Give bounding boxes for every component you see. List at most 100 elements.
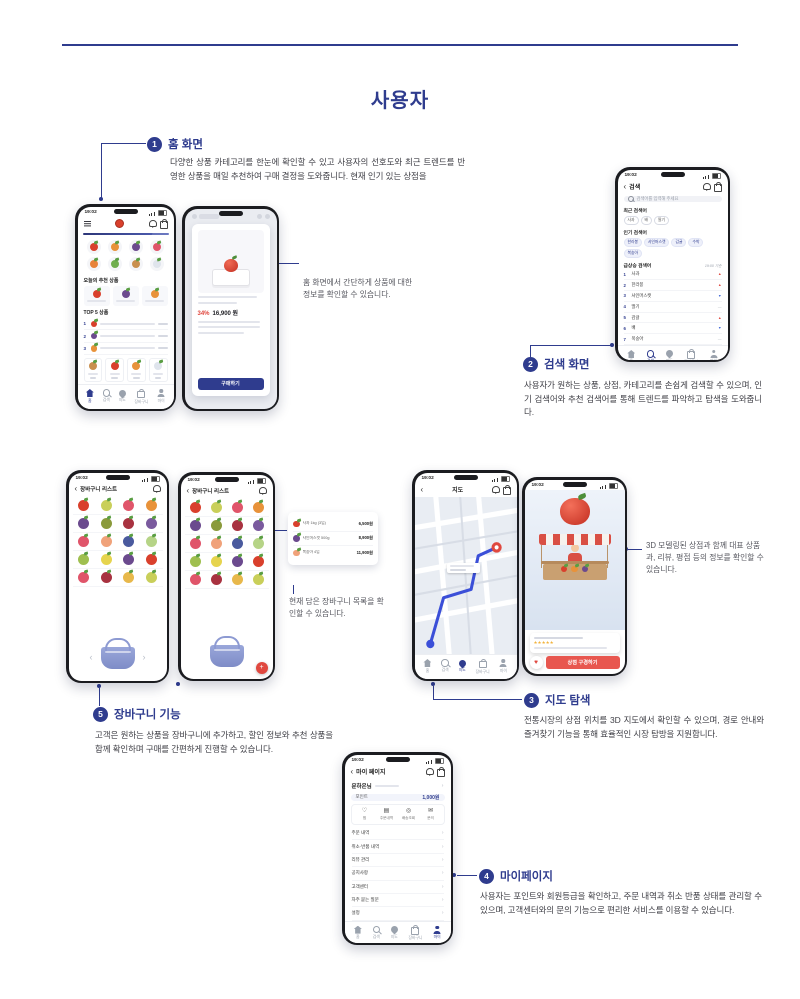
nav-item[interactable]: 지도 — [457, 658, 468, 674]
buy-button[interactable]: 구매하기 — [197, 377, 264, 390]
arrow-right-icon[interactable]: › — [142, 652, 146, 662]
cart-product[interactable] — [226, 571, 248, 589]
points-box[interactable]: 포인트 1,000원 — [350, 793, 445, 801]
keyword-chip[interactable]: 샤인머스캣 — [643, 237, 670, 247]
cart-product[interactable] — [140, 497, 163, 515]
category-item[interactable] — [87, 240, 101, 255]
product-card[interactable] — [112, 286, 139, 307]
cart-icon[interactable] — [159, 219, 168, 229]
cart-product[interactable] — [247, 535, 269, 553]
nav-item[interactable]: 지도 — [664, 349, 675, 360]
keyword-chip[interactable]: 사과 — [623, 215, 639, 225]
cart-icon[interactable] — [502, 485, 511, 495]
cart-product[interactable] — [95, 497, 118, 515]
add-to-cart-fab[interactable]: + — [255, 661, 268, 674]
nav-item[interactable]: 지도 — [117, 388, 128, 404]
product-card[interactable] — [141, 286, 168, 307]
search-input[interactable]: 검색어를 입력해 주세요 — [623, 195, 722, 202]
nav-item[interactable]: 검색 — [646, 350, 655, 360]
keyword-chip[interactable]: 복숭아 — [623, 248, 642, 258]
cart-product[interactable] — [72, 551, 95, 569]
keyword-chip[interactable]: 딸기 — [654, 215, 669, 225]
cart-product[interactable] — [205, 499, 227, 517]
minicart-item[interactable]: 샤인머스캣 500g 8,900원 — [293, 532, 373, 546]
rank-row[interactable]: 3 샤인머스캣 ▼ — [623, 291, 722, 302]
minicart-item[interactable]: 사과 1kg (3입) 6,500원 — [293, 517, 373, 532]
cart-product[interactable] — [247, 553, 269, 571]
cart-icon[interactable] — [713, 182, 722, 192]
nav-item[interactable]: 장바구니 — [408, 925, 422, 942]
cart-product[interactable] — [205, 553, 227, 571]
back-icon[interactable]: ‹ — [186, 485, 190, 495]
cart-product[interactable] — [140, 533, 163, 551]
quick-menu-item[interactable]: ▤ 주문내역 — [379, 808, 394, 820]
map-store-label[interactable] — [446, 562, 480, 573]
rank-row[interactable]: 1 사과 ▲ — [623, 270, 722, 281]
store-tile[interactable] — [148, 358, 168, 382]
cart-product[interactable] — [184, 517, 206, 535]
cart-product[interactable] — [226, 535, 248, 553]
top5-row[interactable]: 1 — [83, 318, 168, 331]
rank-row[interactable]: 4 딸기 — — [623, 302, 722, 313]
cart-product[interactable] — [95, 515, 118, 533]
nav-item[interactable]: 검색 — [372, 925, 381, 940]
cart-product[interactable] — [247, 571, 269, 589]
nav-item[interactable]: 홈 — [85, 389, 94, 404]
cart-product[interactable] — [184, 499, 206, 517]
category-item[interactable] — [129, 240, 143, 255]
cart-product[interactable] — [117, 551, 140, 569]
rank-row[interactable]: 5 감귤 ▲ — [623, 313, 722, 324]
keyword-chip[interactable]: 수박 — [688, 237, 704, 247]
minicart-item[interactable]: 복숭아 4입 11,900원 — [293, 546, 373, 560]
map-canvas[interactable] — [414, 496, 517, 654]
nav-item[interactable]: 검색 — [102, 389, 111, 403]
cart-product[interactable] — [184, 553, 206, 571]
menu-row[interactable]: 고객센터 › — [351, 881, 444, 894]
bell-icon[interactable] — [149, 219, 157, 228]
cart-product[interactable] — [117, 515, 140, 533]
cart-product[interactable] — [226, 517, 248, 535]
nav-item[interactable]: 마이 — [157, 389, 165, 404]
keyword-chip[interactable]: 한라봉 — [623, 237, 642, 247]
cart-product[interactable] — [117, 569, 140, 587]
favorite-heart-button[interactable]: ♥ — [529, 655, 543, 669]
arrow-left-icon[interactable]: ‹ — [89, 652, 93, 662]
top5-row[interactable]: 2 — [83, 330, 168, 343]
cart-product[interactable] — [184, 571, 206, 589]
quick-menu-item[interactable]: ◎ 배송조회 — [401, 808, 416, 820]
store-tile[interactable] — [127, 358, 146, 382]
nav-item[interactable]: 마이 — [710, 350, 718, 360]
store-tile[interactable] — [83, 358, 103, 382]
menu-row[interactable]: 취소·반품 내역 › — [351, 840, 444, 854]
category-item[interactable] — [108, 257, 122, 272]
cart-product[interactable] — [205, 571, 227, 589]
product-card[interactable] — [83, 286, 110, 307]
back-icon[interactable]: ‹ — [623, 181, 627, 191]
nav-item[interactable]: 마이 — [499, 659, 507, 674]
store-tile[interactable] — [105, 358, 124, 382]
menu-row[interactable]: 설정 › — [351, 907, 444, 921]
store-info-card[interactable]: ★★★★★ — [529, 633, 620, 653]
promo-banner[interactable]: ~80% — [82, 232, 169, 236]
rank-row[interactable]: 7 복숭아 — — [623, 334, 722, 345]
back-icon[interactable]: ‹ — [74, 483, 78, 493]
cart-product[interactable] — [95, 533, 118, 551]
menu-icon[interactable] — [83, 220, 91, 223]
visit-store-button[interactable]: 상점 구경하기 — [545, 655, 620, 669]
cart-product[interactable] — [226, 553, 248, 571]
keyword-chip[interactable]: 감귤 — [671, 237, 687, 247]
nav-item[interactable]: 마이 — [433, 926, 441, 941]
nav-item[interactable]: 장바구니 — [134, 388, 148, 405]
store-3d-scene[interactable] — [524, 489, 625, 630]
bell-icon[interactable] — [492, 485, 500, 494]
category-item[interactable] — [129, 257, 143, 272]
keyword-chip[interactable]: 배 — [640, 215, 652, 225]
menu-row[interactable]: 공지사항 › — [351, 867, 444, 881]
nav-item[interactable]: 장바구니 — [684, 349, 698, 360]
cart-product[interactable] — [226, 499, 248, 517]
top5-row[interactable]: 3 — [83, 343, 168, 355]
cart-product[interactable] — [72, 533, 95, 551]
nav-item[interactable]: 검색 — [441, 659, 449, 673]
category-item[interactable] — [150, 257, 164, 272]
cart-product[interactable] — [72, 515, 95, 533]
